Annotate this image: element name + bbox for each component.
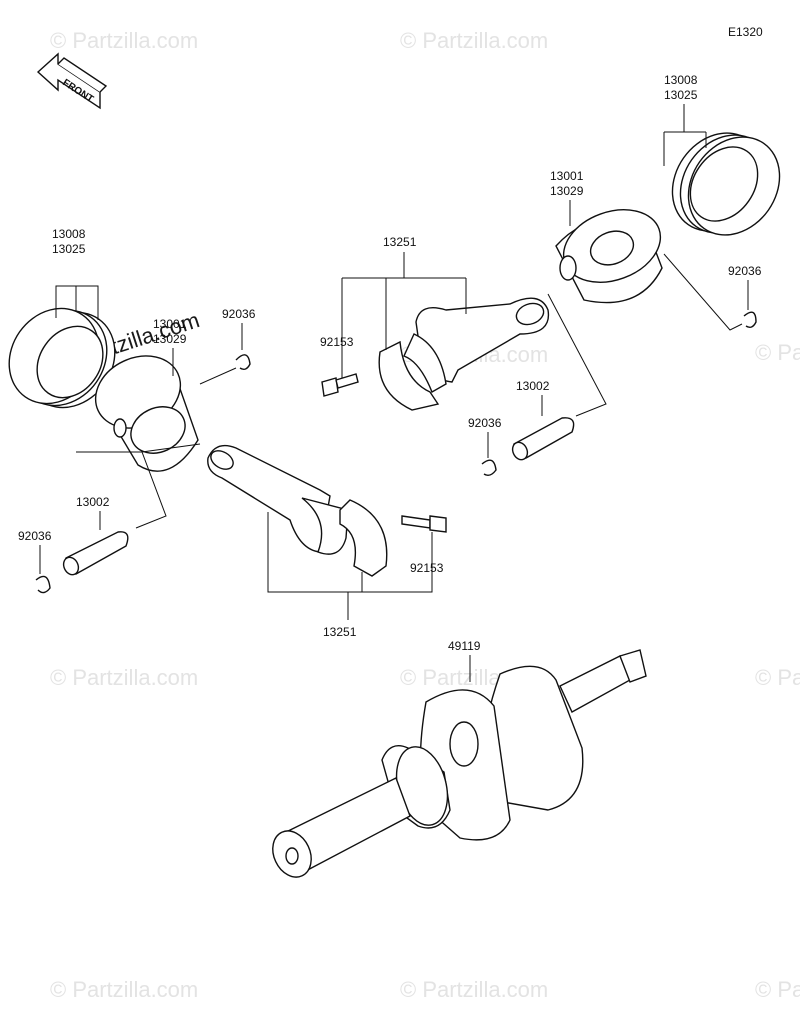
right-piston-pin [511, 417, 575, 461]
callout-upper-rod-assy: 13251 [383, 235, 417, 249]
lower-connecting-rod [207, 444, 388, 577]
callout-right-clip-upper: 92036 [728, 264, 762, 278]
front-arrow-icon: FRONT [36, 52, 108, 110]
watermark: © Partzilla.com [755, 977, 800, 1002]
upper-connecting-rod [378, 297, 550, 411]
watermark: © Partzilla.com [400, 28, 548, 53]
crankshaft [272, 649, 647, 878]
right-upper-clip [743, 311, 757, 329]
watermark: © Partzilla.com [50, 977, 198, 1002]
callout-left-clip-upper: 92036 [222, 307, 256, 321]
callout-right-ring-a: 13008 [664, 73, 698, 87]
left-upper-clip [235, 354, 251, 371]
lower-rod-bolt [401, 515, 447, 533]
watermark: © Partzilla.com [400, 977, 548, 1002]
callout-lower-bolt: 92153 [410, 561, 444, 575]
callout-right-ring-b: 13025 [664, 88, 698, 102]
callout-right-pin: 13002 [516, 379, 550, 393]
left-piston-rings [8, 307, 116, 409]
upper-rod-bolt [321, 373, 359, 397]
left-piston [94, 355, 199, 472]
callout-left-pin: 13002 [76, 495, 110, 509]
callout-left-ring-a: 13008 [52, 227, 86, 241]
right-piston [555, 209, 663, 304]
watermark: © Partzilla.com [50, 665, 198, 690]
right-piston-rings [671, 132, 781, 236]
watermark: © Partzilla.com [755, 665, 800, 690]
callout-left-piston-b: 13029 [153, 332, 187, 346]
callout-right-piston-a: 13001 [550, 169, 584, 183]
callout-left-clip-lower: 92036 [18, 529, 52, 543]
callout-right-clip-lower: 92036 [468, 416, 502, 430]
diagram-code: E1320 [728, 25, 763, 39]
callout-crankshaft: 49119 [448, 639, 481, 653]
left-piston-pin [62, 531, 129, 576]
callout-lower-rod-assy: 13251 [323, 625, 357, 639]
right-lower-clip [481, 459, 497, 477]
callout-left-ring-b: 13025 [52, 242, 86, 256]
callout-upper-bolt: 92153 [320, 335, 354, 349]
watermark: © Partzilla.com [755, 340, 800, 365]
callout-left-piston-a: 13001 [153, 317, 187, 331]
left-lower-clip [35, 575, 51, 594]
callout-right-piston-b: 13029 [550, 184, 584, 198]
watermark: © Partzilla.com [50, 28, 198, 53]
